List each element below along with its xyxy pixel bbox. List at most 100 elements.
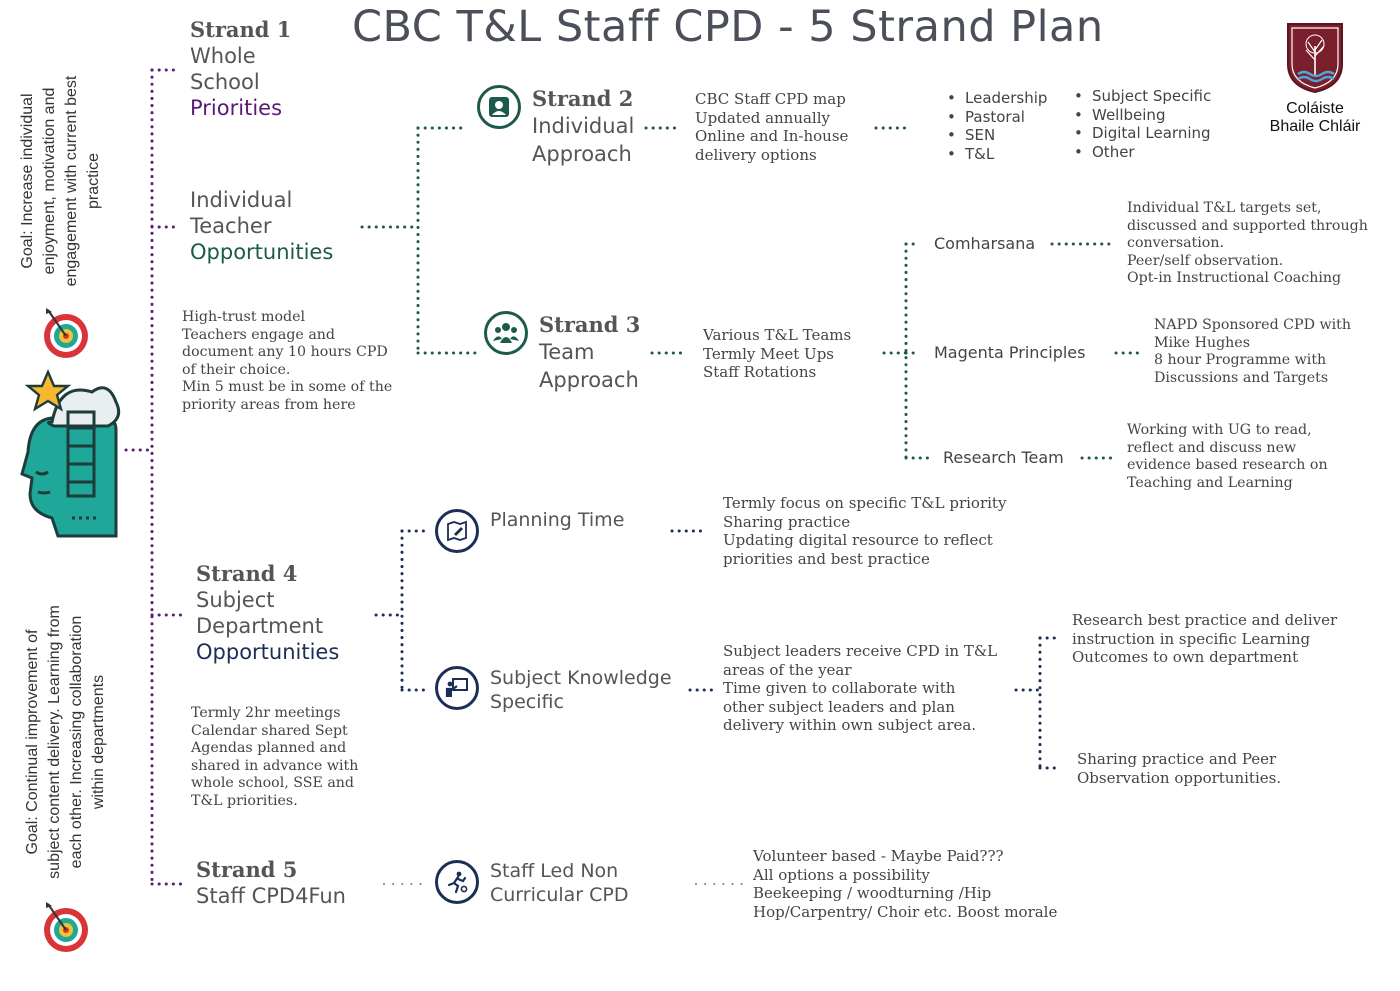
strand-5-desc-line: Beekeeping / woodturning /Hip [753, 884, 992, 902]
individual-desc-line: High-trust model [182, 309, 306, 325]
strand-5-description: Volunteer based - Maybe Paid??? All opti… [753, 847, 1057, 921]
strand-1-line-2: School [190, 70, 260, 94]
magenta-desc-line: NAPD Sponsored CPD with [1154, 317, 1351, 333]
individual-line-3: Opportunities [190, 240, 334, 264]
person-activity-icon [435, 860, 479, 904]
comharsana-node: Comharsana [934, 234, 1036, 253]
subject-desc-line: other subject leaders and plan [723, 697, 955, 716]
staff-led-line-1: Staff Led Non [490, 860, 619, 882]
list-item: Wellbeing [1072, 106, 1211, 125]
team-icon [484, 311, 528, 355]
research-desc-line: Working with UG to read, [1127, 422, 1312, 438]
strand-2-line-1: Individual [532, 114, 635, 138]
strand-4: Strand 4 Subject Department Opportunitie… [196, 561, 339, 665]
planning-desc-line: Sharing practice [723, 512, 851, 531]
subject-knowledge-line-2: Specific [490, 691, 564, 713]
strand-4-line-2: Department [196, 614, 324, 638]
logo-line-1: Coláiste [1286, 100, 1344, 117]
individual-line-2: Teacher [190, 214, 272, 238]
strand-3-line-2: Approach [539, 368, 639, 392]
strand-2-list-a: Leadership Pastoral SEN T&L [945, 89, 1047, 163]
logo-line-2: Bhaile Chláir [1269, 118, 1361, 135]
branch-desc-line: instruction in specific Learning [1072, 629, 1311, 648]
individual-desc-line: Teachers engage and [182, 326, 336, 343]
strand-4-line-3: Opportunities [196, 640, 340, 664]
target-icon [44, 308, 88, 358]
goal-top: Goal: Increase individual enjoyment, mot… [19, 75, 102, 287]
comharsana-desc-line: Opt-in Instructional Coaching [1127, 270, 1342, 286]
subject-knowledge-line-1: Subject Knowledge [490, 667, 672, 689]
planning-desc-line: priorities and best practice [723, 549, 930, 568]
strand-2-desc-line: CBC Staff CPD map [695, 90, 846, 108]
goal-bottom: Goal: Continual improvement of subject c… [24, 605, 107, 879]
strand-5-line-1: Staff CPD4Fun [196, 884, 346, 908]
magenta-desc-line: Discussions and Targets [1154, 369, 1329, 386]
strand-2-desc-line: delivery options [695, 145, 817, 164]
school-logo: Coláiste Bhaile Chláir [1262, 20, 1368, 136]
individual-teacher-opportunities: Individual Teacher Opportunities [190, 187, 333, 265]
individual-description: High-trust model Teachers engage and doc… [182, 309, 392, 414]
comharsana-desc-line: discussed and supported through [1127, 217, 1368, 234]
subject-knowledge-label: Subject Knowledge Specific [490, 666, 672, 714]
individual-line-1: Individual [190, 188, 293, 212]
branch-desc-line: Sharing practice and Peer [1077, 750, 1277, 768]
comharsana-desc-line: Peer/self observation. [1127, 252, 1284, 269]
strand-3-desc-line: Staff Rotations [703, 363, 817, 381]
teacher-board-icon [435, 666, 479, 710]
strand-2-description: CBC Staff CPD map Updated annually Onlin… [695, 90, 848, 164]
strand-5-desc-line: All options a possibility [753, 865, 930, 884]
list-item: SEN [945, 126, 1047, 145]
comharsana-description: Individual T&L targets set, discussed an… [1127, 200, 1368, 288]
research-desc-line: reflect and discuss new [1127, 439, 1297, 456]
strand-4-line-1: Subject [196, 588, 275, 612]
planning-desc-line: Updating digital resource to reflect [723, 531, 993, 549]
map-pencil-icon [435, 509, 479, 553]
strand-2-desc-line: Updated annually [695, 108, 830, 127]
research-desc-line: evidence based research on [1127, 457, 1328, 473]
strand-4-desc-line: T&L priorities. [191, 792, 298, 809]
comharsana-desc-line: conversation. [1127, 235, 1224, 251]
strand-5-number: Strand 5 [196, 857, 298, 882]
magenta-desc-line: 8 hour Programme with [1154, 352, 1327, 368]
list-item: Digital Learning [1072, 124, 1211, 143]
research-team-description: Working with UG to read, reflect and dis… [1127, 422, 1328, 492]
strand-4-desc-line: shared in advance with [191, 757, 359, 774]
list-item: T&L [945, 145, 1047, 164]
strand-5-desc-line: Volunteer based - Maybe Paid??? [753, 847, 1004, 865]
strand-4-description: Termly 2hr meetings Calendar shared Sept… [191, 705, 358, 810]
planning-time-description: Termly focus on specific T&L priority Sh… [723, 494, 1006, 568]
magenta-desc-line: Mike Hughes [1154, 334, 1250, 351]
strand-2-list-b: Subject Specific Wellbeing Digital Learn… [1072, 87, 1211, 161]
individual-desc-line: of their choice. [182, 361, 291, 378]
individual-desc-line: document any 10 hours CPD [182, 344, 388, 360]
strand-1-line-1: Whole [190, 44, 256, 68]
strand-5: Strand 5 Staff CPD4Fun [196, 857, 346, 909]
profile-card-icon [477, 85, 521, 129]
strand-3-number: Strand 3 [539, 312, 641, 337]
strand-1-line-3: Priorities [190, 96, 283, 120]
list-item: Subject Specific [1072, 87, 1211, 106]
planning-desc-line: Termly focus on specific T&L priority [723, 494, 1007, 512]
branch-desc-line: Outcomes to own department [1072, 648, 1299, 666]
research-desc-line: Teaching and Learning [1127, 474, 1293, 491]
strand-3-description: Various T&L Teams Termly Meet Ups Staff … [703, 326, 851, 382]
subject-desc-line: delivery within own subject area. [723, 716, 977, 734]
subject-branch-research: Research best practice and deliver instr… [1072, 611, 1337, 667]
strand-3: Strand 3 Team Approach [539, 312, 640, 394]
branch-desc-line: Observation opportunities. [1077, 768, 1282, 787]
comharsana-desc-line: Individual T&L targets set, [1127, 200, 1322, 216]
strand-4-desc-line: Calendar shared Sept [191, 722, 348, 739]
strand-5-desc-line: Hop/Carpentry/ Choir etc. Boost morale [753, 902, 1058, 921]
strand-2-line-2: Approach [532, 142, 632, 166]
planning-time-label: Planning Time [490, 509, 625, 531]
branch-desc-line: Research best practice and deliver [1072, 611, 1338, 629]
subject-desc-line: Time given to collaborate with [723, 679, 956, 697]
strand-2: Strand 2 Individual Approach [532, 86, 634, 167]
strand-4-desc-line: whole school, SSE and [191, 775, 355, 791]
subject-knowledge-description: Subject leaders receive CPD in T&L areas… [723, 642, 997, 735]
crest-icon [1287, 23, 1343, 94]
target-icon [44, 902, 88, 952]
staff-led-line-2: Curricular CPD [490, 884, 629, 906]
strand-2-desc-line: Online and In-house [695, 127, 849, 145]
